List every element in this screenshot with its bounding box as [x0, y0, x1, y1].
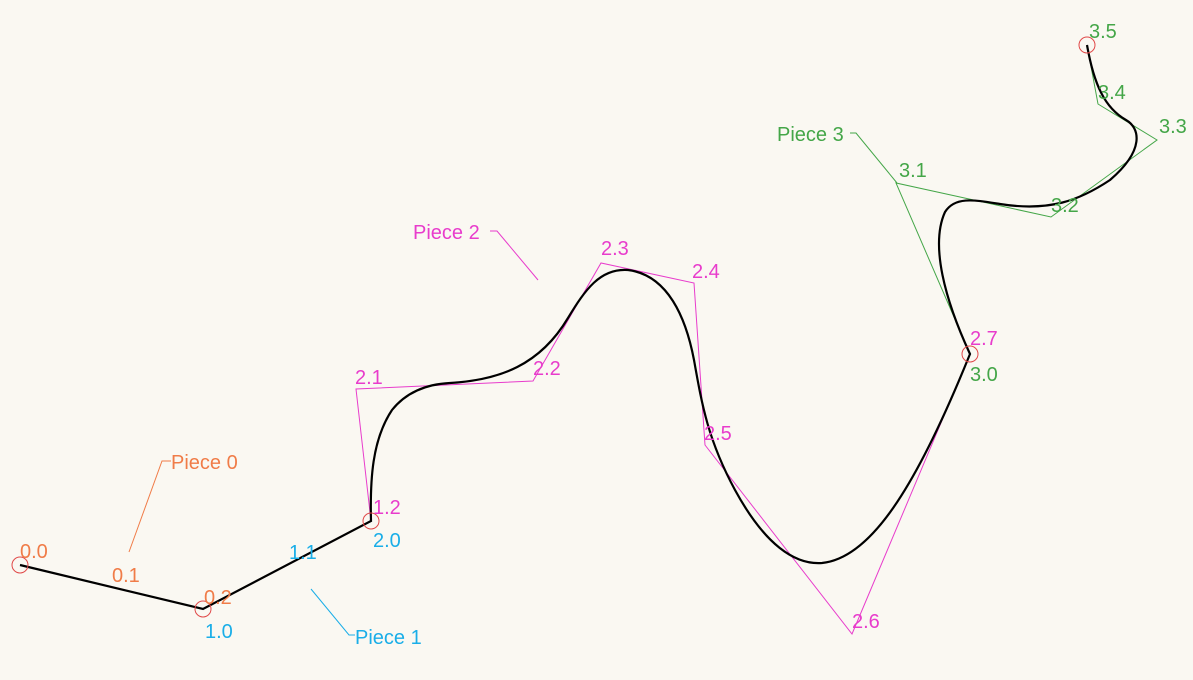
point-label-0-2: 0.2 — [204, 587, 232, 609]
point-label-1-0: 1.0 — [205, 621, 233, 643]
piece2-control-polygon — [355, 262, 971, 635]
piece2-label: Piece 2 — [413, 222, 480, 244]
point-label-2-5: 2.5 — [704, 423, 732, 445]
point-label-1-2: 1.2 — [373, 497, 401, 519]
point-label-3-4: 3.4 — [1098, 82, 1126, 104]
piece0-leader — [128, 460, 171, 553]
point-label-3-5: 3.5 — [1089, 21, 1117, 43]
spline-curve — [19, 44, 1138, 611]
piece3-label: Piece 3 — [777, 124, 844, 146]
piece3-leader — [850, 132, 898, 184]
piece2-leader — [490, 230, 539, 281]
joint-marker-3-5 — [1078, 36, 1096, 54]
joint-marker-2-7 — [961, 345, 979, 363]
point-label-3-3: 3.3 — [1159, 116, 1187, 138]
point-label-3-1: 3.1 — [899, 160, 927, 182]
point-label-2-4: 2.4 — [692, 261, 720, 283]
point-label-2-0: 2.0 — [373, 530, 401, 552]
joint-marker-0-0 — [11, 556, 29, 574]
point-label-0-1: 0.1 — [112, 565, 140, 587]
piece1-label: Piece 1 — [355, 627, 422, 649]
point-label-2-3: 2.3 — [601, 238, 629, 260]
piece3-control-polygon — [895, 44, 1158, 355]
point-label-0-0: 0.0 — [20, 541, 48, 563]
point-label-3-0: 3.0 — [970, 364, 998, 386]
piece0-label: Piece 0 — [171, 452, 238, 474]
point-label-1-1: 1.1 — [289, 542, 317, 564]
point-label-2-7: 2.7 — [970, 328, 998, 350]
point-label-3-2: 3.2 — [1051, 195, 1079, 217]
joint-marker-0-2 — [194, 600, 212, 618]
joint-marker-1-2 — [362, 512, 380, 530]
point-label-2-1: 2.1 — [355, 367, 383, 389]
point-label-2-6: 2.6 — [852, 611, 880, 633]
point-label-2-2: 2.2 — [533, 358, 561, 380]
piece1-leader — [310, 588, 355, 636]
